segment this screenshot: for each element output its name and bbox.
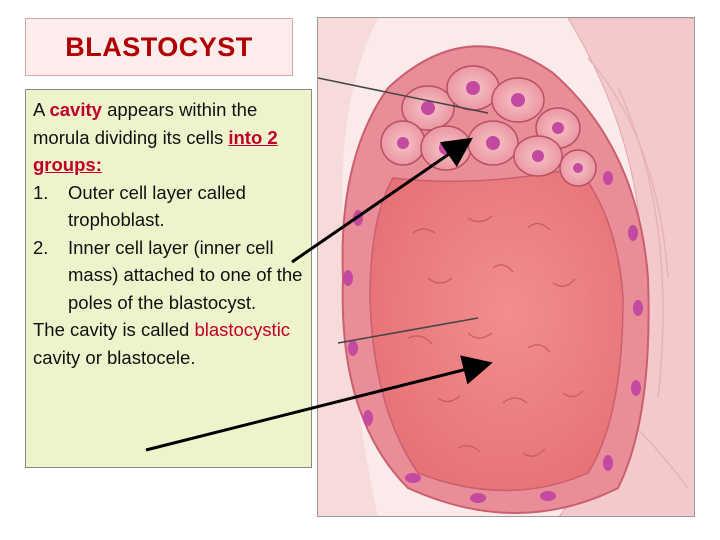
list-text-2: Inner cell layer (inner cell mass) attac… [68,236,303,313]
closing-paragraph: The cavity is called blastocystic cavity… [33,316,305,371]
closing-text-1: The cavity is called [33,319,195,340]
description-box: A cavity appears within the morula divid… [25,89,312,468]
slide-title: BLASTOCYST [65,31,253,62]
list-number-1: 1. [33,181,49,203]
intro-paragraph: A cavity appears within the morula divid… [33,96,305,179]
blastocyst-illustration [317,17,695,517]
groups-highlight: into 2 groups: [33,126,278,176]
list-item-2: 2. Inner cell layer (inner cell mass) at… [33,234,305,317]
blastocyst-drawing [318,18,694,516]
closing-text-2: cavity or blastocele. [33,346,196,368]
list-number-2: 2. [33,236,49,258]
intro-text-2: appears within the morula dividing its c… [33,99,258,148]
title-box: BLASTOCYST [25,18,293,76]
cavity-highlight: cavity [49,99,102,120]
blastocystic-highlight: blastocystic [194,319,291,340]
list-item-1: 1. Outer cell layer called trophoblast. [33,179,305,234]
list-text-1: Outer cell layer called trophoblast. [68,181,246,231]
intro-text-1: A [33,99,50,120]
